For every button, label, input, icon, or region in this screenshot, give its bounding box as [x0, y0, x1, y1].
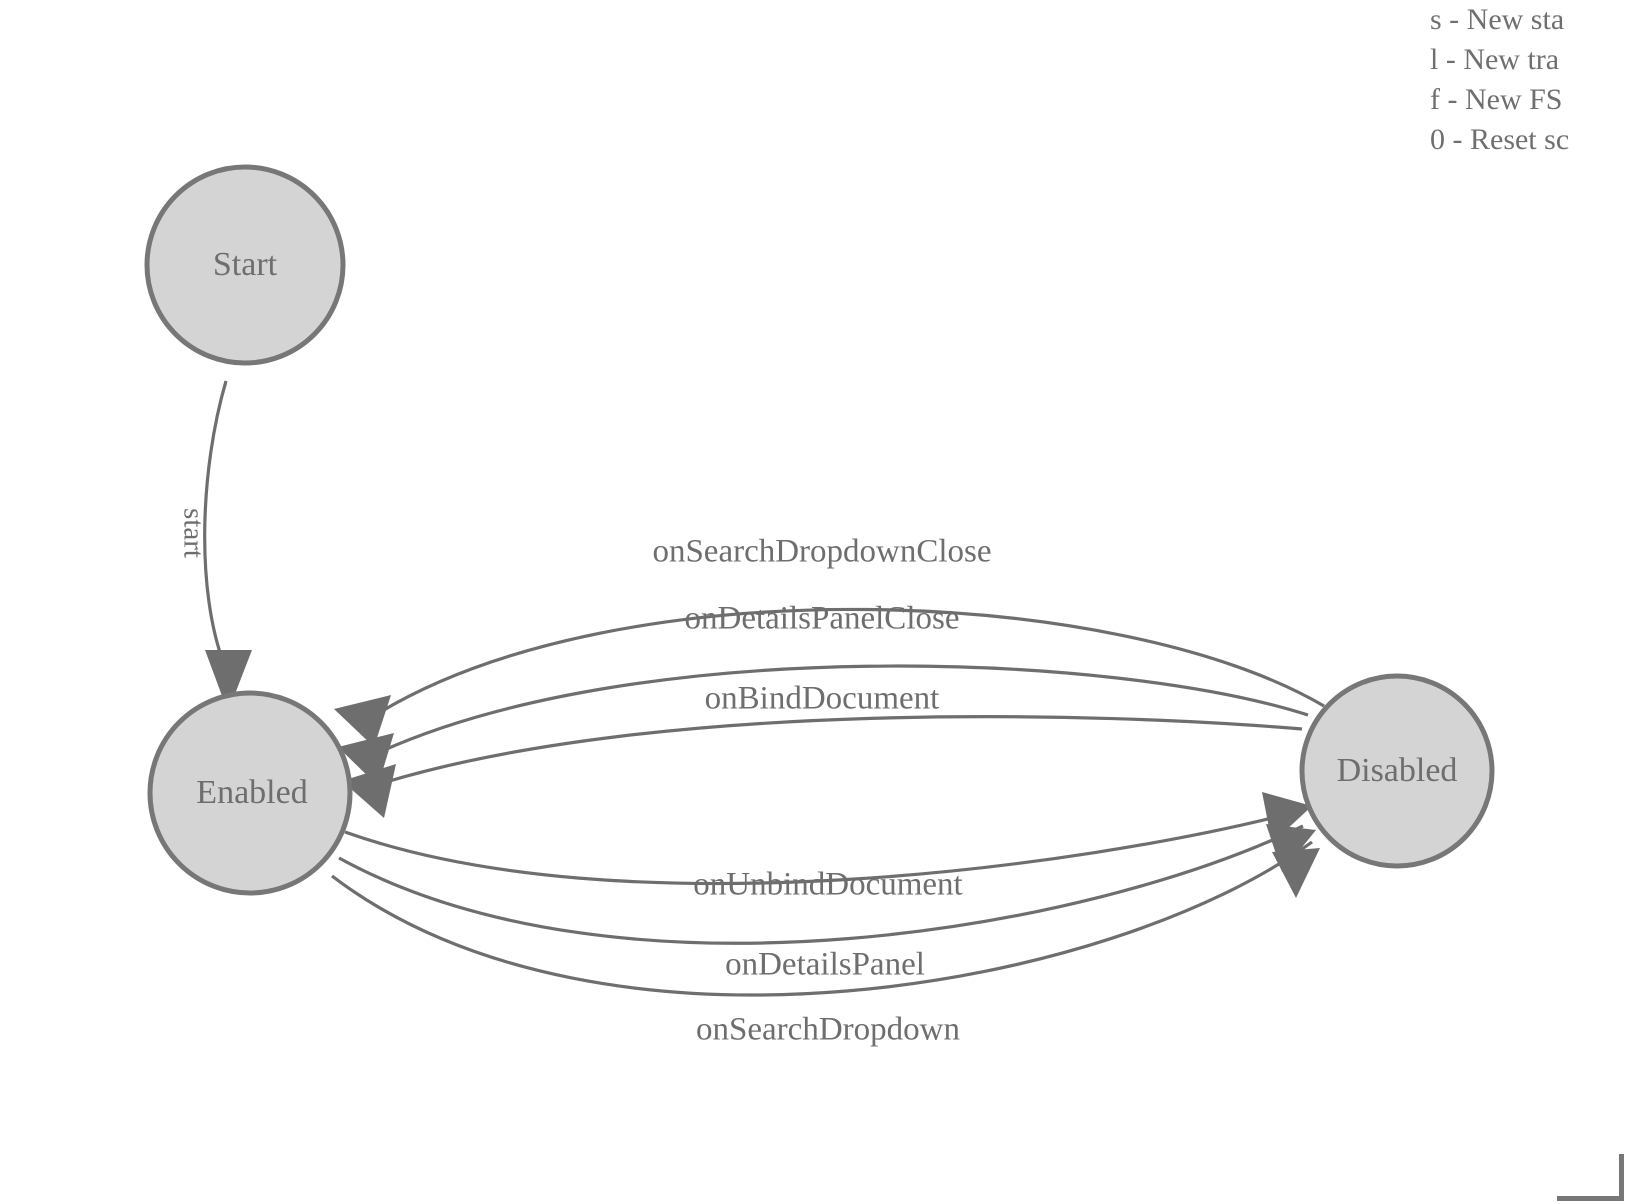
- help-line-new-transition: l - New tra: [1430, 43, 1560, 76]
- transition-path[interactable]: [344, 810, 1297, 886]
- transition-label-onunbinddocument[interactable]: onUnbindDocument: [693, 866, 963, 903]
- transition-label-onsearchdropdownclose[interactable]: onSearchDropdownClose: [652, 533, 992, 570]
- transition-label-start[interactable]: start: [177, 508, 210, 558]
- state-circle[interactable]: [1299, 673, 1495, 869]
- transition-start-to-enabled[interactable]: [203, 380, 252, 712]
- help-line-new-fsm: f - New FS: [1430, 83, 1563, 116]
- transition-disabled-to-enabled-onbinddocument[interactable]: [342, 715, 1303, 818]
- state-node-start[interactable]: [144, 164, 346, 366]
- transition-path[interactable]: [376, 607, 1325, 716]
- arrowhead-icon: [334, 695, 391, 747]
- transition-label-ondetailspanelclose[interactable]: onDetailsPanelClose: [684, 600, 960, 637]
- help-legend: s - New sta l - New tra f - New FS 0 - R…: [1430, 0, 1632, 160]
- state-node-enabled[interactable]: [147, 690, 353, 896]
- transition-disabled-to-enabled-onsearchdropdownclose[interactable]: [334, 607, 1325, 747]
- arrowhead-icon: [1272, 848, 1320, 898]
- transition-label-ondetailspanel[interactable]: onDetailsPanel: [725, 946, 925, 983]
- transition-label-onbinddocument[interactable]: onBindDocument: [704, 680, 940, 717]
- help-line-reset-scale: 0 - Reset sc: [1430, 123, 1570, 156]
- transition-path[interactable]: [385, 715, 1303, 784]
- arrowhead-icon: [205, 650, 252, 712]
- arrowhead-icon: [342, 764, 396, 818]
- canvas-corner-handle[interactable]: [1557, 1154, 1624, 1201]
- transition-path[interactable]: [338, 824, 1304, 945]
- state-circle[interactable]: [144, 164, 346, 366]
- transition-label-onsearchdropdown[interactable]: onSearchDropdown: [696, 1011, 960, 1048]
- state-node-disabled[interactable]: [1299, 673, 1495, 869]
- transition-path[interactable]: [381, 664, 1309, 753]
- transition-path[interactable]: [331, 840, 1313, 997]
- transition-enabled-to-disabled-onsearchdropdown[interactable]: [331, 840, 1320, 997]
- state-circle[interactable]: [147, 690, 353, 896]
- help-line-new-state: s - New sta: [1430, 3, 1565, 36]
- transition-path[interactable]: [203, 380, 228, 665]
